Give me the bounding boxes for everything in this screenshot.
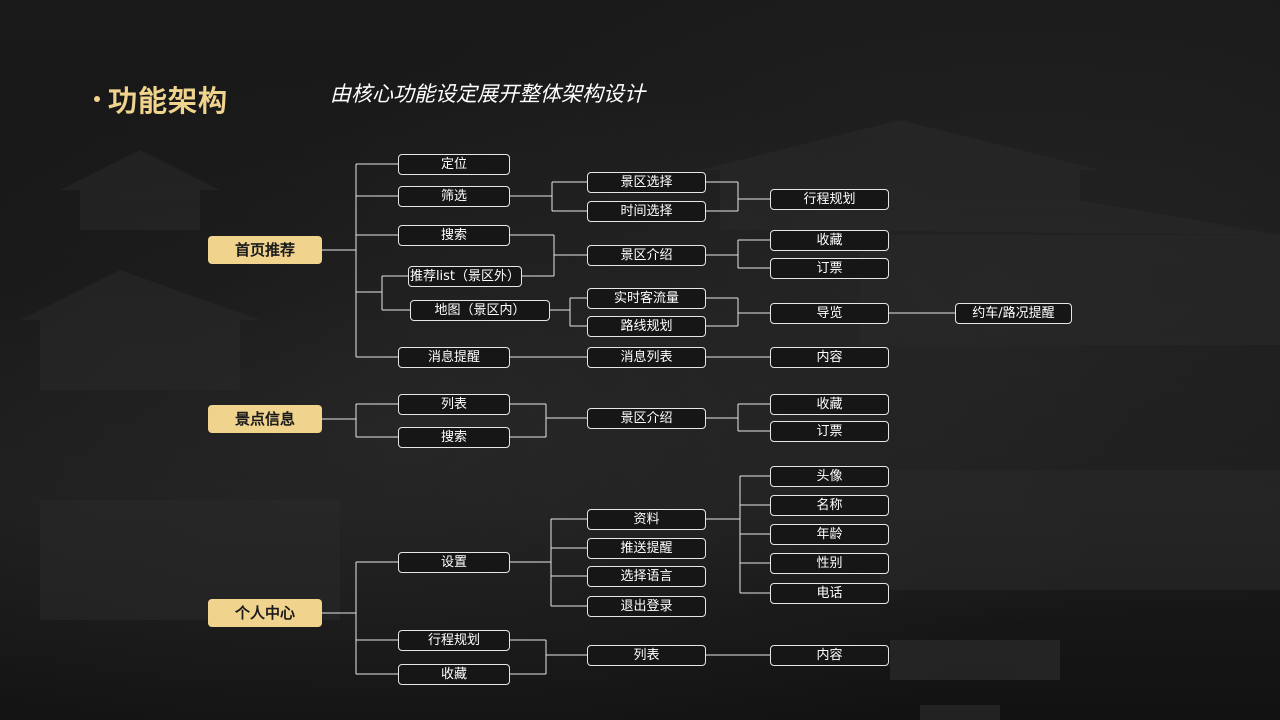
node-route-plan[interactable]: 路线规划 [587,316,706,337]
node-avatar[interactable]: 头像 [770,466,889,487]
node-area-select[interactable]: 景区选择 [587,172,706,193]
node-settings[interactable]: 设置 [398,552,510,573]
node-scenic-list[interactable]: 列表 [398,394,510,415]
root-home-recommend[interactable]: 首页推荐 [208,236,322,264]
node-map[interactable]: 地图（景区内） [410,300,550,321]
node-age[interactable]: 年龄 [770,524,889,545]
page-title: 功能架构 [108,84,229,118]
node-push-alert[interactable]: 推送提醒 [587,538,706,559]
node-name[interactable]: 名称 [770,495,889,516]
page-subtitle: 由核心功能设定展开整体架构设计 [330,82,645,106]
root-scenic-info[interactable]: 景点信息 [208,405,322,433]
node-personal-favorite[interactable]: 收藏 [398,664,510,685]
node-content[interactable]: 内容 [770,347,889,368]
node-guide[interactable]: 导览 [770,303,889,324]
node-area-intro[interactable]: 景区介绍 [587,245,706,266]
node-ticket[interactable]: 订票 [770,258,889,279]
node-scenic-search[interactable]: 搜索 [398,427,510,448]
node-message-list[interactable]: 消息列表 [587,347,706,368]
node-scenic-favorite[interactable]: 收藏 [770,394,889,415]
node-locate[interactable]: 定位 [398,154,510,175]
node-personal-trip-plan[interactable]: 行程规划 [398,630,510,651]
node-time-select[interactable]: 时间选择 [587,201,706,222]
node-search[interactable]: 搜索 [398,225,510,246]
node-phone[interactable]: 电话 [770,583,889,604]
node-logout[interactable]: 退出登录 [587,596,706,617]
node-personal-list[interactable]: 列表 [587,645,706,666]
node-recommend-list[interactable]: 推荐list（景区外） [408,266,522,287]
node-car-traffic-alert[interactable]: 约车/路况提醒 [955,303,1072,324]
node-scenic-ticket[interactable]: 订票 [770,421,889,442]
root-personal-center[interactable]: 个人中心 [208,599,322,627]
node-filter[interactable]: 筛选 [398,186,510,207]
node-scenic-area-intro[interactable]: 景区介绍 [587,408,706,429]
node-profile[interactable]: 资料 [587,509,706,530]
node-trip-plan[interactable]: 行程规划 [770,189,889,210]
node-realtime-flow[interactable]: 实时客流量 [587,288,706,309]
node-language[interactable]: 选择语言 [587,566,706,587]
node-notify[interactable]: 消息提醒 [398,347,510,368]
node-personal-content[interactable]: 内容 [770,645,889,666]
node-gender[interactable]: 性别 [770,553,889,574]
title-bullet-icon [94,96,100,102]
node-favorite[interactable]: 收藏 [770,230,889,251]
